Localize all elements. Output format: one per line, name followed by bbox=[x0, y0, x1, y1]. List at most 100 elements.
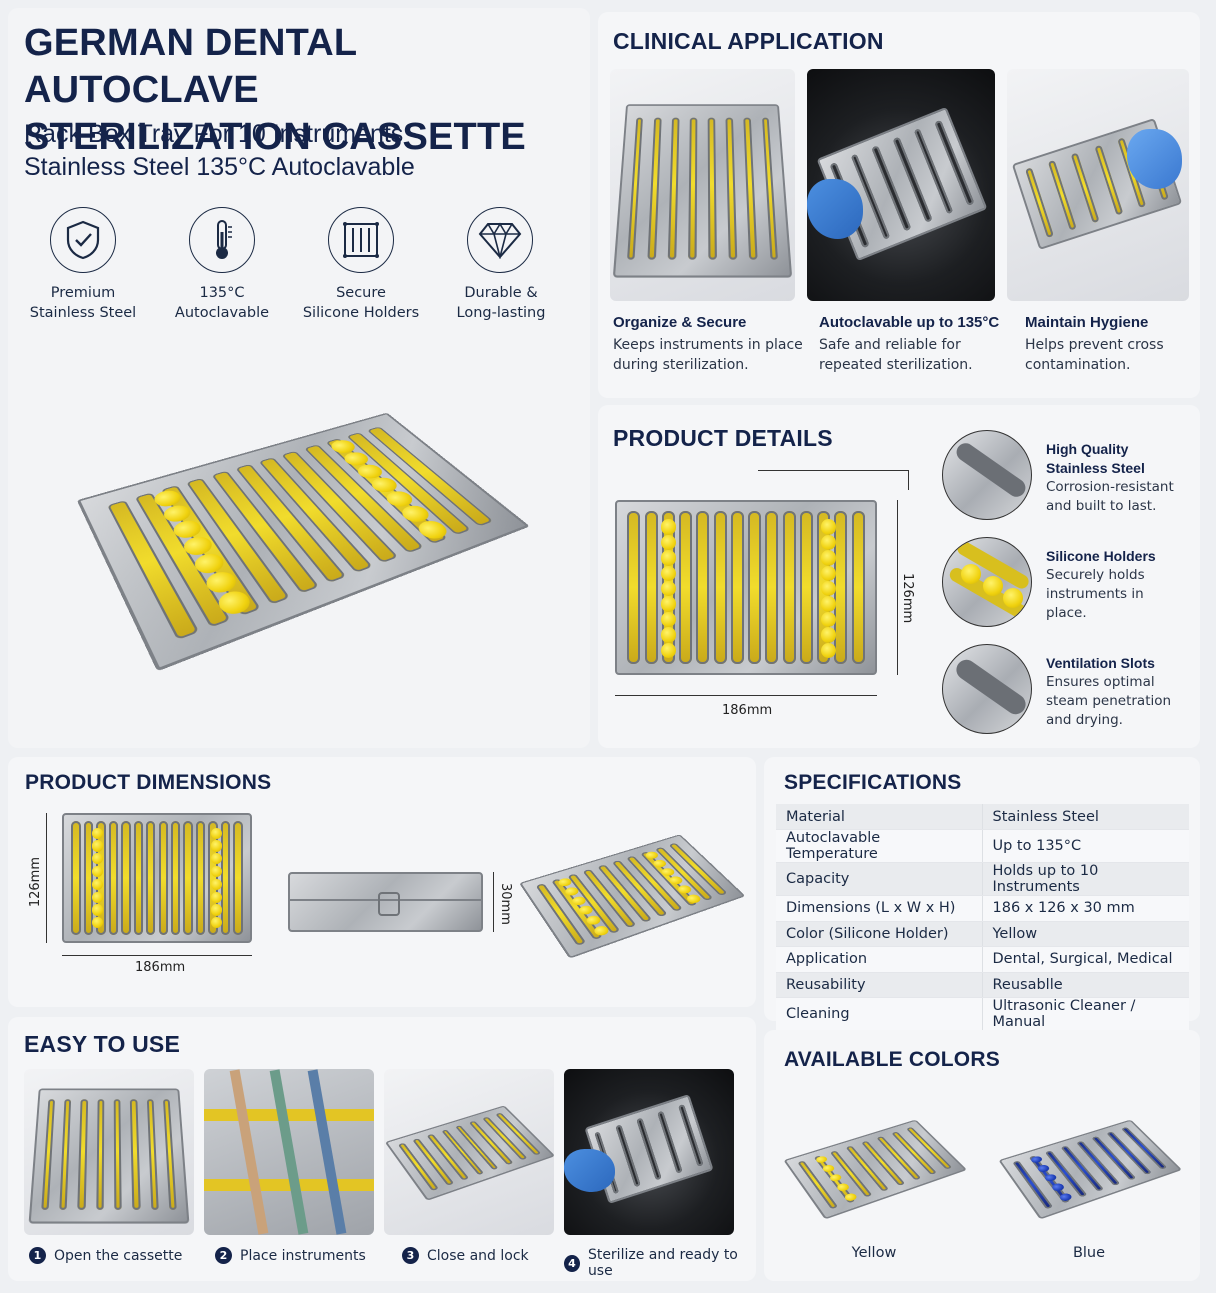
detail-circle-ventilation bbox=[942, 644, 1032, 734]
table-row: Color (Silicone Holder)Yellow bbox=[776, 921, 1189, 947]
spec-label: Material bbox=[776, 804, 983, 830]
step-number: 2 bbox=[215, 1247, 232, 1264]
details-width-dimension-line bbox=[615, 695, 877, 696]
spec-value: 186 x 126 x 30 mm bbox=[982, 895, 1189, 922]
step-close: 3 Close and lock bbox=[402, 1247, 529, 1264]
spec-value: Reusablle bbox=[982, 972, 1189, 998]
clinical-item-text: during sterilization. bbox=[613, 357, 749, 373]
specs-heading: SPECIFICATIONS bbox=[784, 771, 962, 794]
details-pointer-line bbox=[908, 470, 909, 490]
dimensions-side-view-image bbox=[288, 872, 483, 932]
step-label-text: Place instruments bbox=[240, 1247, 366, 1264]
clinical-heading: CLINICAL APPLICATION bbox=[613, 28, 884, 54]
detail-circle-holders bbox=[942, 537, 1032, 627]
detail-item-title: Stainless Steel bbox=[1046, 460, 1145, 476]
clinical-photo-open-cassette bbox=[610, 69, 795, 301]
feature-label-line: Long-lasting bbox=[456, 305, 546, 321]
dimensions-width-label: 186mm bbox=[135, 960, 186, 975]
clinical-item-title: Maintain Hygiene bbox=[1025, 314, 1149, 331]
glove-image bbox=[1127, 129, 1182, 190]
clinical-item-autoclavable: Autoclavable up to 135°C Safe and reliab… bbox=[819, 314, 999, 375]
clinical-item-text: Safe and reliable for bbox=[819, 337, 961, 353]
clinical-photo-autoclave bbox=[807, 69, 995, 301]
detail-item-text: and drying. bbox=[1046, 712, 1123, 728]
spec-value: Ultrasonic Cleaner / Manual bbox=[982, 997, 1189, 1031]
cassette-tray bbox=[76, 412, 530, 672]
color-option-blue[interactable]: Blue bbox=[994, 1090, 1184, 1270]
dimensions-height-label: 126mm bbox=[28, 857, 43, 908]
spec-label: Dimensions (L x W x H) bbox=[776, 895, 983, 922]
table-row: Dimensions (L x W x H)186 x 126 x 30 mm bbox=[776, 895, 1189, 922]
spec-value: Dental, Surgical, Medical bbox=[982, 946, 1189, 973]
clinical-item-organize: Organize & Secure Keeps instruments in p… bbox=[613, 314, 803, 375]
step-photo-open bbox=[24, 1069, 194, 1235]
diamond-icon bbox=[467, 207, 533, 273]
spec-value: Stainless Steel bbox=[982, 804, 1189, 830]
hero-title-line2: STERILIZATION CASSETTE bbox=[24, 116, 526, 158]
color-option-label: Blue bbox=[1072, 1245, 1106, 1261]
spec-value: Yellow bbox=[982, 921, 1189, 947]
step-photo-close bbox=[384, 1069, 554, 1235]
clinical-item-text: Helps prevent cross bbox=[1025, 337, 1164, 353]
step-number: 1 bbox=[29, 1247, 46, 1264]
detail-item-ventilation: Ventilation Slots Ensures optimal steam … bbox=[1046, 654, 1171, 730]
thermometer-icon bbox=[189, 207, 255, 273]
feature-label-line: Premium bbox=[50, 285, 116, 301]
spec-label: Application bbox=[776, 946, 983, 973]
feature-label-line: Autoclavable bbox=[174, 305, 270, 321]
hero-subtitle-line2: Stainless Steel 135°C Autoclavable bbox=[24, 153, 415, 181]
step-place: 2 Place instruments bbox=[215, 1247, 366, 1264]
detail-item-steel: High Quality Stainless Steel Corrosion-r… bbox=[1046, 440, 1174, 516]
blue-cassette-image bbox=[998, 1119, 1183, 1220]
clinical-item-text: contamination. bbox=[1025, 357, 1131, 373]
shield-check-icon bbox=[50, 207, 116, 273]
feature-label-line: Durable & bbox=[464, 285, 538, 301]
spec-value: Holds up to 10 Instruments bbox=[982, 862, 1189, 896]
detail-item-text: and built to last. bbox=[1046, 498, 1157, 514]
spec-value: Up to 135°C bbox=[982, 829, 1189, 863]
feature-label-line: Silicone Holders bbox=[302, 305, 420, 321]
dimensions-top-view-image bbox=[62, 813, 252, 943]
feature-label-line: Stainless Steel bbox=[29, 305, 137, 321]
clinical-item-text: repeated sterilization. bbox=[819, 357, 973, 373]
detail-circle-steel bbox=[942, 430, 1032, 520]
clinical-item-hygiene: Maintain Hygiene Helps prevent cross con… bbox=[1025, 314, 1164, 375]
step-number: 3 bbox=[402, 1247, 419, 1264]
color-option-yellow[interactable]: Yellow bbox=[779, 1090, 969, 1270]
details-top-view-image bbox=[615, 500, 877, 675]
hero-panel: GERMAN DENTAL AUTOCLAVE STERILIZATION CA… bbox=[8, 8, 590, 748]
hero-subtitle: Rack Box Tray For 10 Instruments Stainle… bbox=[24, 118, 415, 184]
step-number: 4 bbox=[564, 1254, 580, 1272]
detail-item-text: Securely holds bbox=[1046, 567, 1145, 583]
clinical-item-title: Autoclavable up to 135°C bbox=[819, 314, 1000, 331]
detail-item-text: Ensures optimal bbox=[1046, 674, 1155, 690]
dimensions-width-line bbox=[62, 955, 252, 956]
details-height-dimension-line bbox=[897, 500, 898, 675]
detail-item-text: steam penetration bbox=[1046, 693, 1172, 709]
feature-label-line: 135°C bbox=[199, 285, 245, 301]
step-photo-place bbox=[204, 1069, 374, 1235]
spec-label: Autoclavable Temperature bbox=[776, 829, 983, 863]
glove-image bbox=[564, 1149, 615, 1193]
holder-icon bbox=[328, 207, 394, 273]
detail-item-text: instruments in bbox=[1046, 586, 1144, 602]
clinical-photo-hygiene bbox=[1007, 69, 1189, 301]
detail-item-text: Corrosion-resistant bbox=[1046, 479, 1174, 495]
dimensions-iso-view-image bbox=[518, 797, 746, 977]
clinical-panel: CLINICAL APPLICATION Organize & Secure K… bbox=[598, 12, 1200, 398]
feature-label-durable: Durable & Long-lasting bbox=[436, 283, 566, 323]
details-panel: PRODUCT DETAILS 126mm 186mm High Quality… bbox=[598, 405, 1200, 748]
step-label-text: Close and lock bbox=[427, 1247, 529, 1264]
color-option-label: Yellow bbox=[851, 1245, 897, 1261]
hero-title: GERMAN DENTAL AUTOCLAVE STERILIZATION CA… bbox=[24, 20, 590, 161]
clinical-item-title: Organize & Secure bbox=[613, 314, 747, 331]
details-heading: PRODUCT DETAILS bbox=[613, 425, 833, 451]
